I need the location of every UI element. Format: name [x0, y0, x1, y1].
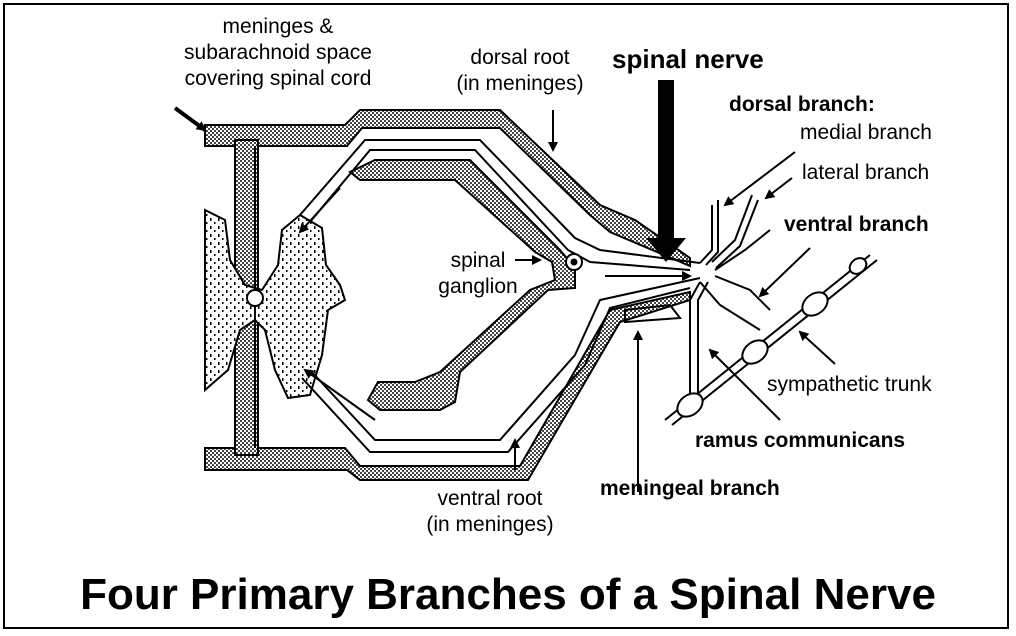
- figure-title: Four Primary Branches of a Spinal Nerve: [0, 570, 1016, 620]
- label-dorsal-root: dorsal root (in meninges): [420, 45, 620, 97]
- label-dorsal-branch: dorsal branch:: [729, 92, 875, 118]
- label-sympathetic-trunk: sympathetic trunk: [767, 372, 932, 398]
- label-lateral-branch: lateral branch: [802, 160, 929, 186]
- label-meningeal-branch: meningeal branch: [600, 476, 780, 502]
- label-ramus-communicans: ramus communicans: [695, 428, 905, 454]
- nerve-branches: [625, 195, 770, 400]
- label-ventral-root: ventral root (in meninges): [390, 486, 590, 538]
- label-spinal-ganglion: spinal ganglion: [433, 248, 523, 300]
- sympathetic-trunk-shape: [665, 255, 877, 425]
- label-meninges: meninges & subarachnoid space covering s…: [148, 14, 408, 92]
- label-medial-branch: medial branch: [800, 120, 932, 146]
- label-spinal-nerve: spinal nerve: [612, 44, 764, 74]
- label-ventral-branch: ventral branch: [784, 212, 929, 238]
